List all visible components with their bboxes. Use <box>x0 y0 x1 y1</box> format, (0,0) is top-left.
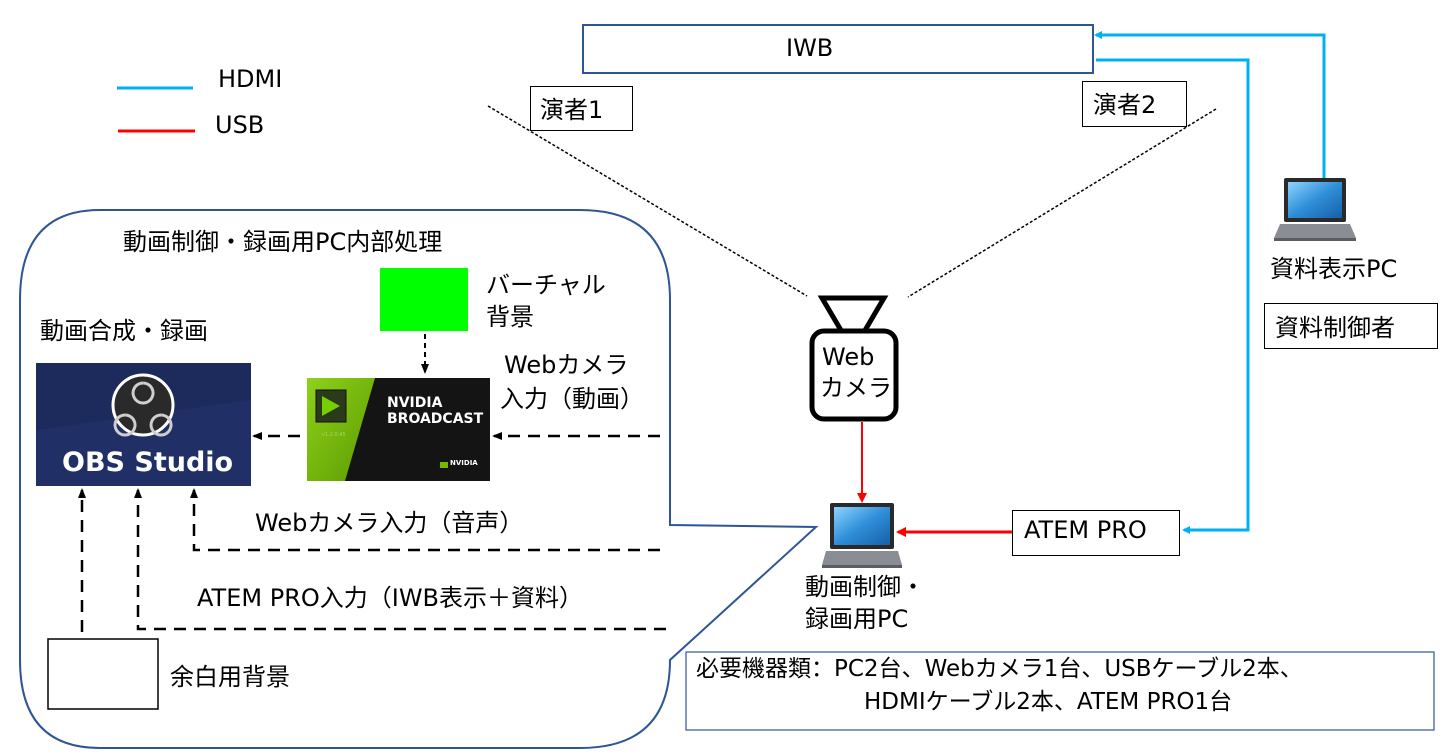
nvidia-brand-text: NVIDIA <box>387 395 443 411</box>
atem-input-label: ATEM PRO入力（IWB表示＋資料） <box>197 584 584 612</box>
hdmi-material-pc-to-iwb <box>1094 31 1326 180</box>
flow-webcam-audio-to-obs <box>190 488 660 552</box>
callout-title: 動画制御・録画用PC内部処理 <box>123 228 443 256</box>
material-pc-label: 資料表示PC <box>1270 255 1398 283</box>
laptop-icon <box>822 503 902 568</box>
webcam-body <box>809 328 899 422</box>
virtual-bg-label-line1: バーチャル <box>486 271 606 299</box>
webcam-audio-label: Webカメラ入力（音声） <box>255 509 524 537</box>
webcam-lens-icon <box>817 295 889 335</box>
atem-pro-label: ATEM PRO <box>1024 516 1147 544</box>
nvidia-logo-text: NVIDIA <box>450 459 478 467</box>
webcam-label-line2: カメラ <box>820 374 892 402</box>
obs-studio-logo <box>36 363 251 486</box>
nvidia-version-text: v1.2.0.45 <box>322 432 346 438</box>
webcam-video-label-line1: Webカメラ <box>504 351 629 379</box>
obs-studio-text: OBS Studio <box>62 447 234 478</box>
control-pc-label-line1: 動画制御・ <box>805 573 925 601</box>
atem-pro-box: ATEM PRO <box>1012 510 1180 556</box>
performer-2-label: 演者2 <box>1093 91 1157 119</box>
requirements-line1: 必要機器類：PC2台、Webカメラ1台、USBケーブル2本、 <box>696 656 1303 682</box>
flow-atem-to-obs <box>134 488 666 631</box>
material-operator-label: 資料制御者 <box>1275 314 1395 342</box>
iwb-box <box>582 24 1094 74</box>
virtual-bg-label-line2: 背景 <box>486 303 534 331</box>
laptop-icon <box>1274 178 1356 241</box>
nvidia-broadcast-logo <box>307 378 490 481</box>
control-pc-label-line2: 録画用PC <box>805 605 909 633</box>
legend-usb-label: USB <box>215 111 265 139</box>
margin-background-swatch <box>47 638 159 710</box>
legend-hdmi-label: HDMI <box>218 65 283 93</box>
hdmi-iwb-to-atem <box>1096 58 1250 534</box>
margin-bg-label: 余白用背景 <box>170 663 290 691</box>
webcam-label-line1: Web <box>822 343 875 371</box>
obs-icon <box>111 373 175 437</box>
performer-1-box: 演者1 <box>530 86 633 131</box>
camera-view-line-right <box>907 108 1217 298</box>
material-operator-box: 資料制御者 <box>1264 303 1438 349</box>
requirements-line2: HDMIケーブル2本、ATEM PRO1台 <box>864 689 1233 715</box>
nvidia-product-text: BROADCAST <box>387 411 484 427</box>
iwb-label: IWB <box>786 34 834 62</box>
requirements-box <box>685 651 1435 731</box>
performer-1-label: 演者1 <box>540 96 604 124</box>
obs-section-label: 動画合成・録画 <box>40 317 208 345</box>
performer-2-box: 演者2 <box>1082 81 1187 127</box>
camera-view-line-left <box>487 105 808 297</box>
virtual-background-swatch <box>380 268 468 331</box>
nvidia-eye-icon <box>440 462 448 468</box>
nvidia-broadcast-icon <box>322 396 340 416</box>
webcam-video-label-line2: 入力（動画） <box>500 385 644 413</box>
